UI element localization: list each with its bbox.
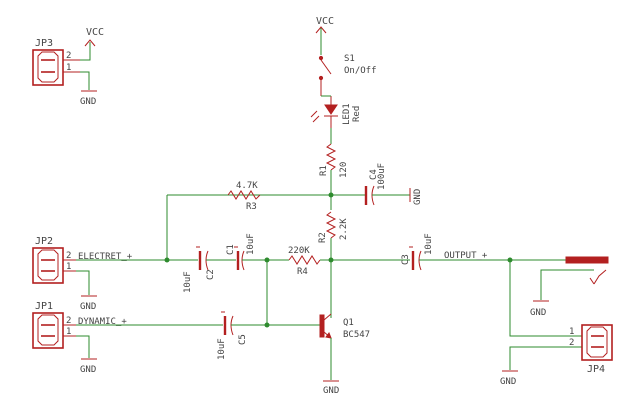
c1-ref-label: C1 <box>226 244 236 255</box>
c2-value-label: 10uF <box>183 271 193 293</box>
r1-value-label: 120 <box>339 162 349 178</box>
r2-ref-label: R2 <box>318 232 328 243</box>
jp4-header <box>581 324 613 361</box>
gnd-label-jp1: GND <box>80 365 96 375</box>
led1-ref-label: LED1 <box>342 103 352 125</box>
led1-symbol <box>310 96 338 128</box>
r2-value-label: 2.2K <box>339 218 349 240</box>
c2-ref-label: C2 <box>206 269 216 280</box>
jp3-pin1-label: 1 <box>66 63 71 73</box>
jp4-gnd-wire <box>509 346 582 370</box>
vcc-arrow-top <box>315 26 327 34</box>
gnd-label-jp2: GND <box>80 302 96 312</box>
jp4-pin1-label: 1 <box>569 327 574 337</box>
r3-value-label: 4.7K <box>236 181 258 191</box>
r4-ref-label: R4 <box>297 267 308 277</box>
c5-ref-label: C5 <box>238 334 248 345</box>
vcc-arrow-left <box>84 39 96 47</box>
gnd-label-jp4: GND <box>500 377 516 387</box>
c4-ref-label: C4 <box>369 169 379 180</box>
jp4-signal-wire <box>509 260 582 337</box>
jp1-pin1-label: 1 <box>66 327 71 337</box>
r4-resistor <box>288 255 321 265</box>
jp4-label: JP4 <box>587 364 605 375</box>
c2-capacitor <box>196 246 236 271</box>
audio-jack <box>565 256 609 285</box>
s1-switch <box>318 55 332 96</box>
jp2-pin1-label: 1 <box>66 262 71 272</box>
jp4-pin2-label: 2 <box>569 338 574 348</box>
c5-value-label: 10uF <box>217 338 227 360</box>
s1-value-label: On/Off <box>344 66 377 76</box>
r2-resistor <box>325 211 337 239</box>
q1-value-label: BC547 <box>343 330 370 340</box>
gnd-label-jp3: GND <box>80 97 96 107</box>
jp1-pin2-label: 2 <box>66 316 71 326</box>
jp1-label: JP1 <box>35 301 53 312</box>
jp2-header <box>32 247 76 284</box>
gnd-label-c4: GND <box>413 189 423 205</box>
jp2-gnd-wire <box>76 270 90 295</box>
c3-ref-label: C3 <box>401 254 411 265</box>
gnd-label-q1: GND <box>323 386 339 396</box>
jack-gnd-wire <box>540 269 594 300</box>
r3-resistor <box>227 190 261 200</box>
r1-ref-label: R1 <box>319 165 329 176</box>
q1-ref-label: Q1 <box>343 318 354 328</box>
output-net-label: OUTPUT_+ <box>444 251 488 261</box>
vcc-label-top: VCC <box>316 16 334 27</box>
jp2-label: JP2 <box>35 236 53 247</box>
jp1-gnd-wire <box>76 335 90 358</box>
jp1-net-label: DYNAMIC_+ <box>78 317 127 327</box>
jp3-label: JP3 <box>35 38 53 49</box>
vcc-label-left: VCC <box>86 27 104 38</box>
jp3-header <box>32 49 80 86</box>
junction-electret <box>164 257 170 263</box>
junction-base <box>264 322 270 328</box>
led1-value-label: Red <box>352 106 362 122</box>
jp1-header <box>32 312 76 349</box>
c1-value-label: 10uF <box>246 233 256 255</box>
jp3-gnd-wire <box>80 71 90 90</box>
jp2-pin2-label: 2 <box>66 251 71 261</box>
q1-transistor <box>319 313 332 339</box>
c4-value-label: 100uF <box>377 163 387 190</box>
jp3-vcc-wire <box>80 42 91 61</box>
jp3-pin2-label: 2 <box>66 51 71 61</box>
r4-value-label: 220K <box>288 246 310 256</box>
r1-resistor <box>325 143 337 171</box>
c5-capacitor <box>221 311 234 336</box>
s1-ref-label: S1 <box>344 54 355 64</box>
junction-rail <box>328 192 334 198</box>
r3-ref-label: R3 <box>246 202 257 212</box>
c4-capacitor <box>364 185 411 206</box>
c3-value-label: 10uF <box>424 233 434 255</box>
jp2-net-label: ELECTRET_+ <box>78 252 133 262</box>
gnd-label-jack: GND <box>530 308 546 318</box>
